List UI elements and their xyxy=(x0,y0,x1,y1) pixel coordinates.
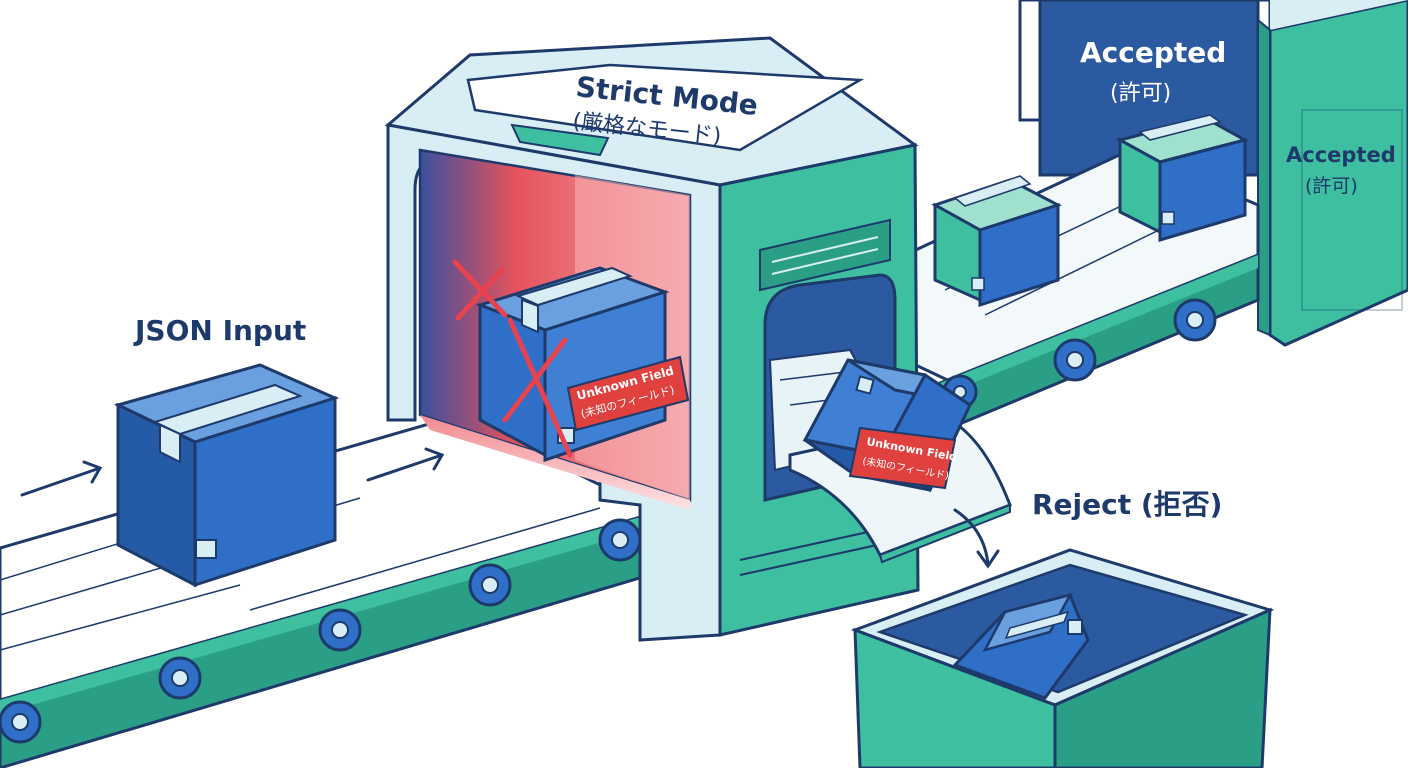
main-rollers xyxy=(0,518,642,744)
reject-flow-arrow xyxy=(953,508,1000,569)
accepted-box-near xyxy=(931,175,1062,308)
upper-rollers xyxy=(942,298,1217,410)
json-input-box xyxy=(113,363,340,588)
reject-x-mark-icon xyxy=(452,259,573,458)
json-input-label: JSON Input xyxy=(133,314,306,347)
flow-arrow-middle xyxy=(366,447,445,482)
accepted-top-label: Accepted xyxy=(1080,36,1226,69)
rejected-box-tumbling xyxy=(802,358,972,493)
reject-label: Reject (拒否) xyxy=(1032,488,1222,521)
accepted-top-label-jp: (許可) xyxy=(1110,81,1171,106)
accepted-box-far xyxy=(1115,114,1250,243)
rejected-box-scanning xyxy=(475,266,670,463)
unknown-field-tag-2: Unknown Field (未知のフィールド) xyxy=(848,426,958,490)
accepted-side-label: Accepted xyxy=(1286,143,1396,167)
rejected-box-in-bin xyxy=(952,593,1090,700)
flow-arrow-left xyxy=(20,460,103,497)
accepted-side-label-jp: (許可) xyxy=(1305,175,1358,197)
